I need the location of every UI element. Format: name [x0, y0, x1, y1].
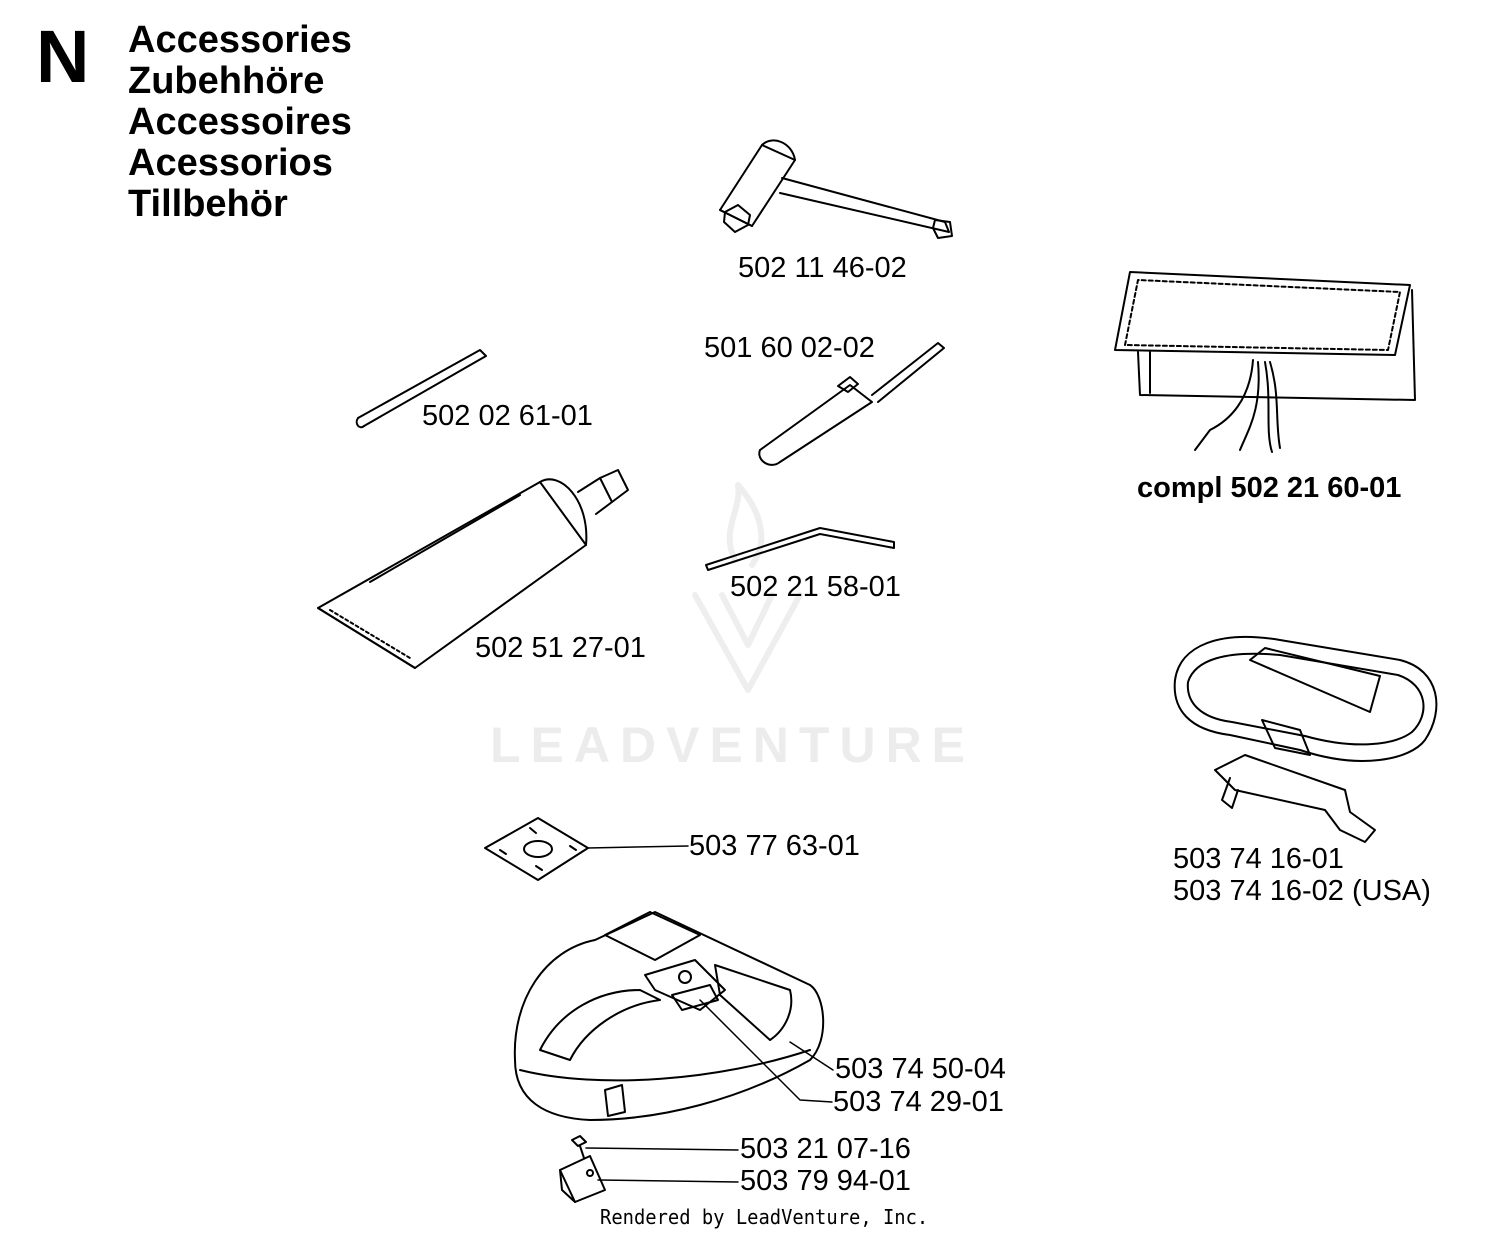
part-number-pin[interactable]: 502 02 61-01: [422, 400, 593, 432]
title-en: Accessories: [128, 19, 352, 61]
plate-icon: [485, 818, 588, 880]
part-number-plate[interactable]: 503 77 63-01: [689, 830, 860, 862]
grease-tube-icon: [318, 470, 628, 668]
harness-icon: [1175, 637, 1437, 842]
title-de: Zubehhöre: [128, 60, 325, 102]
part-number-grease-tube[interactable]: 502 51 27-01: [475, 632, 646, 664]
screwdriver-icon: [759, 343, 944, 465]
part-number-screw[interactable]: 503 21 07-16: [740, 1133, 911, 1165]
part-number-tool-bag[interactable]: compl 502 21 60-01: [1137, 472, 1402, 504]
part-number-screwdriver[interactable]: 501 60 02-02: [704, 332, 875, 364]
tool-bag-icon: [1115, 272, 1415, 452]
part-number-hex-key[interactable]: 502 21 58-01: [730, 571, 901, 603]
leader-lines: [586, 846, 833, 1182]
footer-credit: Rendered by LeadVenture, Inc.: [600, 1205, 929, 1229]
part-number-harness-2[interactable]: 503 74 16-02 (USA): [1173, 875, 1431, 907]
section-letter: N: [36, 15, 90, 98]
part-number-guard[interactable]: 503 74 50-04: [835, 1053, 1006, 1085]
wrench-icon: [720, 140, 952, 238]
part-number-wrench[interactable]: 502 11 46-02: [738, 252, 907, 284]
title-sv: Tillbehör: [128, 183, 288, 225]
pin-icon: [357, 350, 486, 427]
part-number-decal[interactable]: 503 74 29-01: [833, 1086, 1004, 1118]
watermark-text: LEADVENTURE: [490, 717, 976, 773]
clip-icon: [560, 1156, 605, 1202]
section-titles: Accessories Zubehhöre Accessoires Acesso…: [128, 20, 352, 225]
part-number-harness-1[interactable]: 503 74 16-01: [1173, 843, 1344, 875]
title-pt: Acessorios: [128, 142, 333, 184]
title-fr: Accessoires: [128, 101, 352, 143]
screw-icon: [572, 1136, 586, 1158]
leadventure-logo-icon: [695, 485, 800, 690]
hex-key-icon: [706, 528, 894, 570]
part-number-clip[interactable]: 503 79 94-01: [740, 1165, 911, 1197]
grass-guard-icon: [515, 912, 823, 1120]
